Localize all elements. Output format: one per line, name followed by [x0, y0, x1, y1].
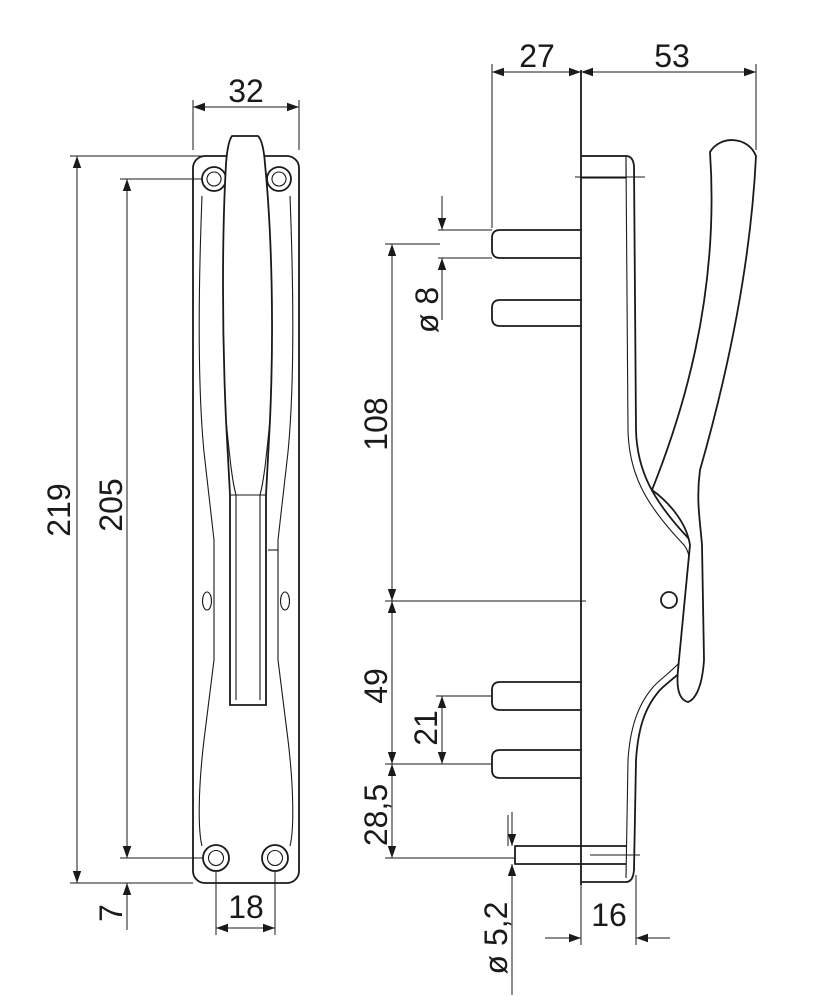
dim-front-width: 32	[228, 73, 264, 109]
front-view	[192, 135, 300, 884]
front-plate-inner-contour	[198, 195, 294, 847]
front-side-slot-right	[279, 591, 291, 611]
side-dimensions: 27 53 ø 8 108 49 21 28,5 ø 5,2	[358, 38, 757, 995]
dim-screw-diameter: ø 5,2	[478, 902, 514, 975]
dim-base-thickness: 16	[591, 897, 627, 933]
dim-pin-diameter: ø 8	[409, 287, 445, 333]
side-lever	[650, 139, 757, 703]
dim-pin-length: 27	[519, 38, 555, 74]
side-pins	[491, 229, 640, 865]
front-side-slot-left	[201, 591, 213, 611]
dim-lower-spacing: 49	[358, 668, 394, 704]
dim-handle-projection: 53	[654, 38, 690, 74]
dim-hole-spacing: 205	[93, 478, 129, 531]
front-lever	[222, 135, 273, 706]
dim-overall-height: 219	[41, 483, 77, 536]
dim-pin-gap: 21	[408, 710, 444, 746]
dim-bottom-hole-spacing: 18	[228, 889, 264, 925]
dim-upper-spacing: 108	[358, 397, 394, 450]
dim-bottom-offset: 7	[93, 904, 129, 922]
front-lever-inner	[225, 419, 271, 700]
side-pivot	[660, 591, 678, 609]
front-dimensions: 32 219 205 7 18	[41, 73, 300, 935]
side-view	[491, 70, 757, 885]
dim-bottom-spacing: 28,5	[358, 784, 394, 846]
